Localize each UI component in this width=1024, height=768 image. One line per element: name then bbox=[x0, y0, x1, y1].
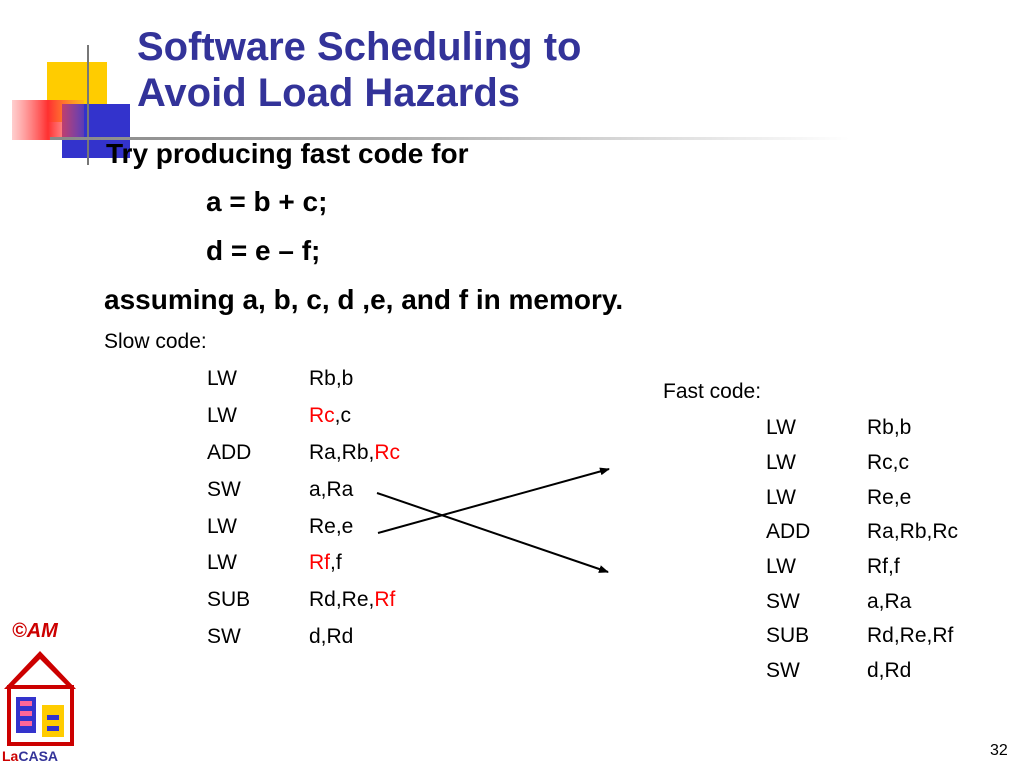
slow-op: SUB bbox=[207, 588, 251, 611]
arrow-sw-down bbox=[376, 492, 609, 573]
slow-args-post: d,Rd bbox=[309, 625, 354, 648]
slide-title: Software Scheduling to Avoid Load Hazard… bbox=[137, 24, 581, 116]
fast-op: LW bbox=[766, 451, 796, 474]
slow-args-hazard: Rc bbox=[309, 404, 335, 427]
title-line-1: Software Scheduling to bbox=[137, 25, 582, 69]
lacasa-logo-text: LaCASA bbox=[2, 748, 58, 764]
slow-args: Ra,Rb,Rc bbox=[309, 441, 400, 465]
fast-op: ADD bbox=[766, 520, 811, 543]
fast-args: a,Ra bbox=[867, 590, 912, 613]
slow-args-hazard: Rf bbox=[374, 588, 396, 611]
slow-args-post: ,f bbox=[330, 551, 342, 574]
title-line-2: Avoid Load Hazards bbox=[137, 71, 521, 115]
logo-text-casa: CASA bbox=[18, 748, 59, 764]
fast-args: Re,e bbox=[867, 486, 912, 509]
slow-args: a,Ra bbox=[309, 478, 353, 502]
intro-line: Try producing fast code for bbox=[106, 138, 469, 169]
assumption-text: assuming a, b, c, d ,e, and f in memory. bbox=[104, 284, 624, 315]
slow-args-hazard: Rc bbox=[374, 441, 401, 464]
arrow-lw-up bbox=[377, 467, 610, 534]
slow-args: Rb,b bbox=[309, 367, 353, 391]
red-bar-shape bbox=[12, 100, 84, 140]
slow-code-label: Slow code: bbox=[104, 330, 207, 353]
fast-op: LW bbox=[766, 416, 796, 439]
slow-args-hazard: Rf bbox=[309, 551, 330, 574]
slow-args-pre: Rd,Re, bbox=[309, 588, 375, 611]
fast-op: SW bbox=[766, 659, 800, 682]
slow-op: LW bbox=[207, 367, 237, 390]
fast-code-label: Fast code: bbox=[663, 380, 762, 403]
page-number: 32 bbox=[990, 742, 1008, 759]
equation-2: d = e – f; bbox=[206, 235, 321, 266]
slow-op: LW bbox=[207, 551, 237, 574]
slow-op: SW bbox=[207, 625, 241, 648]
fast-op: LW bbox=[766, 486, 796, 509]
fast-args: Rd,Re,Rf bbox=[867, 624, 954, 647]
slow-args-post: a,Ra bbox=[309, 478, 354, 501]
fast-args: Rf,f bbox=[867, 555, 900, 578]
slow-args-post: Rb,b bbox=[309, 367, 354, 390]
slow-args-pre: Ra,Rb, bbox=[309, 441, 375, 464]
fast-op: SUB bbox=[766, 624, 810, 647]
slow-args: Re,e bbox=[309, 515, 353, 539]
slow-args-post: Re,e bbox=[309, 515, 354, 538]
fast-args: Rb,b bbox=[867, 416, 912, 439]
slow-op: LW bbox=[207, 404, 237, 427]
slow-args: Rd,Re,Rf bbox=[309, 588, 395, 612]
title-underline bbox=[50, 137, 850, 140]
slow-args: d,Rd bbox=[309, 625, 353, 649]
fast-args: Rc,c bbox=[867, 451, 909, 474]
slow-op: LW bbox=[207, 515, 237, 538]
fast-op: LW bbox=[766, 555, 796, 578]
logo-text-la: La bbox=[2, 748, 19, 764]
slow-op: SW bbox=[207, 478, 241, 501]
equation-1: a = b + c; bbox=[206, 186, 328, 217]
corner-decoration bbox=[12, 45, 130, 165]
slow-args: Rc,c bbox=[309, 404, 351, 428]
fast-args: Ra,Rb,Rc bbox=[867, 520, 959, 543]
lacasa-logo-icon bbox=[4, 651, 76, 746]
fast-args: d,Rd bbox=[867, 659, 912, 682]
slow-args-post: ,c bbox=[334, 404, 352, 427]
slow-args: Rf,f bbox=[309, 551, 342, 575]
slow-op: ADD bbox=[207, 441, 252, 464]
fast-op: SW bbox=[766, 590, 800, 613]
copyright-mark: ©AM bbox=[12, 620, 58, 642]
